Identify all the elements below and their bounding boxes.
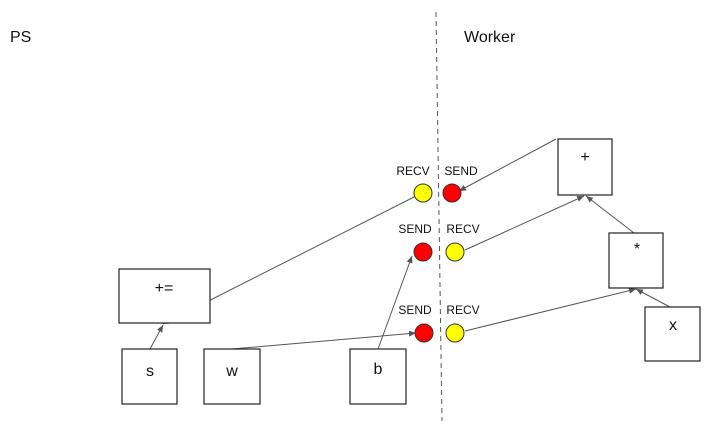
row2-ps-send-label: SEND — [398, 222, 432, 236]
b-node: b — [349, 348, 407, 405]
row1-worker-send-node — [442, 183, 462, 203]
worker-region-label: Worker — [464, 29, 516, 46]
row1-worker-send-label: SEND — [444, 164, 478, 178]
x-node: x — [644, 306, 701, 362]
w-node: w — [203, 348, 261, 405]
x-label: x — [669, 317, 677, 334]
edge-recv-to-plus — [464, 195, 585, 251]
add-assign-label: += — [155, 280, 174, 297]
edge-mul-to-plus — [585, 195, 635, 234]
row3-worker-recv-node — [445, 323, 465, 343]
add-assign-node: += — [118, 268, 211, 324]
row2-ps-send-node — [413, 242, 433, 262]
row2-worker-recv-label: RECV — [446, 222, 479, 236]
edge-b-to-send — [377, 255, 413, 350]
row3-ps-send-label: SEND — [398, 303, 432, 317]
plus-label: + — [580, 149, 589, 166]
row3-worker-recv-label: RECV — [446, 303, 479, 317]
mul-label: * — [634, 241, 640, 258]
s-label: s — [146, 363, 154, 380]
edge-plus-to-send — [458, 138, 557, 192]
row1-ps-recv-node — [413, 183, 433, 203]
edge-x-to-mul — [635, 288, 671, 308]
w-label: w — [225, 363, 238, 380]
edge-recv-to-mul — [464, 287, 637, 332]
edge-w-to-send — [231, 330, 417, 350]
ps-worker-divider — [435, 11, 443, 421]
plus-node: + — [557, 138, 613, 196]
row1-ps-recv-label: RECV — [396, 164, 429, 178]
edge-s-to-add-assign — [149, 324, 164, 350]
s-node: s — [121, 348, 178, 405]
row3-ps-send-node — [414, 323, 434, 343]
mul-node: * — [608, 232, 664, 289]
ps-region-label: PS — [10, 29, 31, 46]
b-label: b — [374, 361, 383, 378]
row2-worker-recv-node — [445, 242, 465, 262]
